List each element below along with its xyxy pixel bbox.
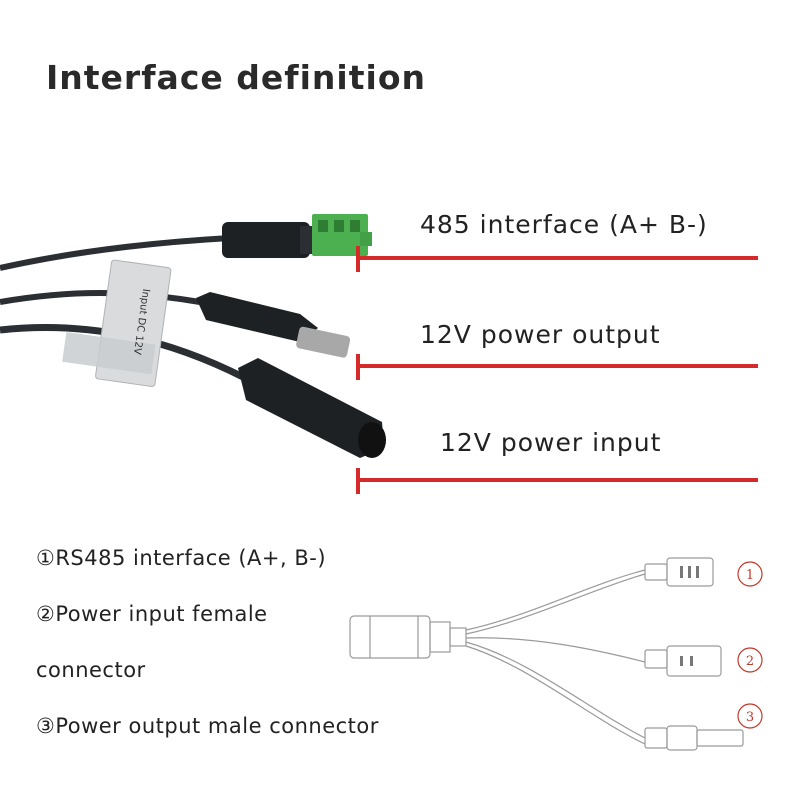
connector-power-output-body [196, 292, 318, 342]
page-title: Interface definition [46, 58, 426, 97]
connector-power-input-body [238, 358, 384, 458]
legend-item-rs485: ①RS485 interface (A+, B-) [36, 546, 327, 570]
cable-power-output [0, 290, 201, 305]
legend-item-power-output: ③Power output male connector [36, 714, 379, 738]
callout-label-power-output: 12V power output [420, 320, 661, 349]
connector-power-output-tip [296, 326, 351, 358]
callout-line-power-input [356, 468, 758, 494]
legend-item-power-input-cont: connector [36, 658, 146, 682]
cable-photo: Input DC 12V [0, 214, 758, 494]
svg-text:1: 1 [746, 568, 754, 583]
callout-label-power-input: 12V power input [440, 428, 662, 457]
marker-2: 2 [737, 647, 763, 673]
legend-item-power-input: ②Power input female [36, 602, 268, 626]
label-tag: Input DC 12V [62, 259, 172, 387]
connector-485-body [222, 222, 310, 258]
callout-line-485 [356, 246, 758, 272]
connector-485-neck [300, 226, 314, 254]
svg-text:3: 3 [746, 710, 754, 725]
callout-label-485: 485 interface (A+ B-) [420, 210, 708, 239]
cable-485 [0, 235, 231, 271]
callout-line-power-output [356, 354, 758, 380]
svg-text:2: 2 [746, 654, 754, 669]
schematic-drawing: 1 2 3 [349, 557, 763, 751]
marker-3: 3 [737, 703, 763, 729]
marker-1: 1 [737, 561, 763, 587]
